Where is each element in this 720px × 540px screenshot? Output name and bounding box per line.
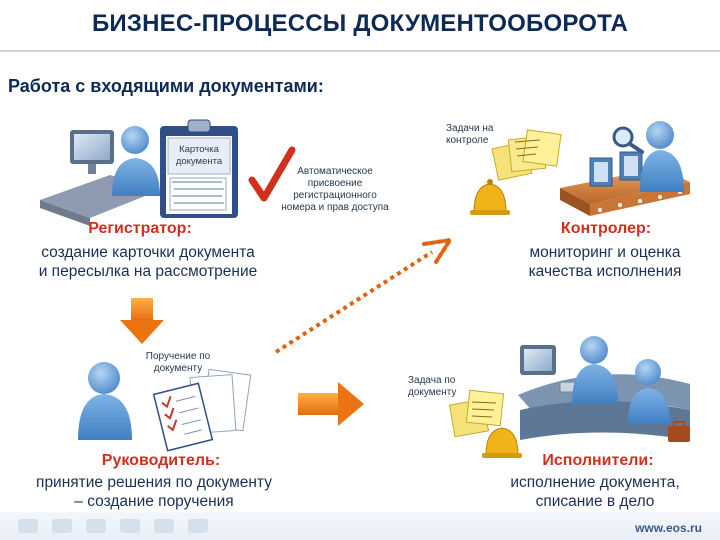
nav-first-icon[interactable] (18, 519, 38, 533)
doc-card-label-1: Карточка (179, 144, 220, 155)
sticky-notes-icon (448, 389, 505, 438)
clipboard-icon: Карточка документа (160, 119, 238, 218)
bell-icon (482, 427, 522, 458)
bottom-strip (0, 512, 720, 540)
task-note-line-1: Задача по (408, 375, 456, 386)
manager-title: Руководитель: (101, 452, 221, 469)
manager-description: принятие решения по документу – создание… (36, 474, 272, 510)
auto-note-line-2: присвоение (308, 178, 363, 189)
page-title: БИЗНЕС-ПРОЦЕССЫ ДОКУМЕНТООБОРОТА (91, 10, 628, 37)
executors-description: исполнение документа, списание в дело (510, 474, 680, 510)
auto-note-line-3: регистрационного (293, 190, 377, 201)
executors-scene: Задача по документу (408, 336, 690, 458)
title-bar (0, 0, 720, 52)
auto-note-line-1: Автоматическое (297, 166, 373, 177)
order-note-line-2: документу (154, 363, 202, 374)
controller-scene: Задачи на контроле (446, 121, 690, 216)
controller-title: Контролер: (560, 220, 652, 237)
footer-url[interactable]: www.eos.ru (635, 521, 702, 535)
auto-note-line-4: номера и прав доступа (281, 202, 389, 213)
sticky-notes-icon (491, 129, 562, 181)
person-icon (572, 336, 618, 404)
nav-next-icon[interactable] (120, 519, 140, 533)
person-icon (628, 359, 670, 424)
doc-card-label-2: документа (176, 156, 223, 167)
controller-description: мониторинг и оценка качества исполнения (528, 244, 682, 280)
magnifier-icon (612, 126, 644, 154)
dotted-arrow-icon (274, 237, 455, 354)
tasks-note-line-2: контроле (446, 135, 489, 146)
page-subtitle: Работа с входящими документами: (8, 76, 324, 96)
registrar-scene: Карточка документа Автоматическое присво… (40, 119, 389, 226)
task-note-line-2: документу (408, 387, 456, 398)
arrow-right-icon (298, 382, 364, 426)
registrar-title: Регистратор: (88, 220, 192, 237)
person-icon (78, 362, 132, 440)
manager-scene: Поручение по документу (78, 351, 252, 452)
order-documents-icon (152, 368, 252, 452)
computer-icon (70, 130, 114, 174)
tasks-note-line-1: Задачи на (446, 123, 494, 134)
checkmark-icon (248, 146, 296, 202)
person-icon (640, 121, 684, 192)
order-note-line-1: Поручение по (146, 351, 211, 362)
nav-home-icon[interactable] (86, 519, 106, 533)
nav-last-icon[interactable] (154, 519, 174, 533)
nav-prev-icon[interactable] (52, 519, 72, 533)
registrar-description: создание карточки документа и пересылка … (38, 244, 258, 280)
auto-assign-note: Автоматическое присвоение регистрационно… (281, 166, 389, 213)
bell-icon (470, 179, 510, 215)
arrow-down-icon (120, 298, 164, 344)
nav-menu-icon[interactable] (188, 519, 208, 533)
person-icon (112, 126, 160, 196)
briefcase-icon (668, 421, 690, 442)
executors-title: Исполнители: (542, 452, 654, 469)
